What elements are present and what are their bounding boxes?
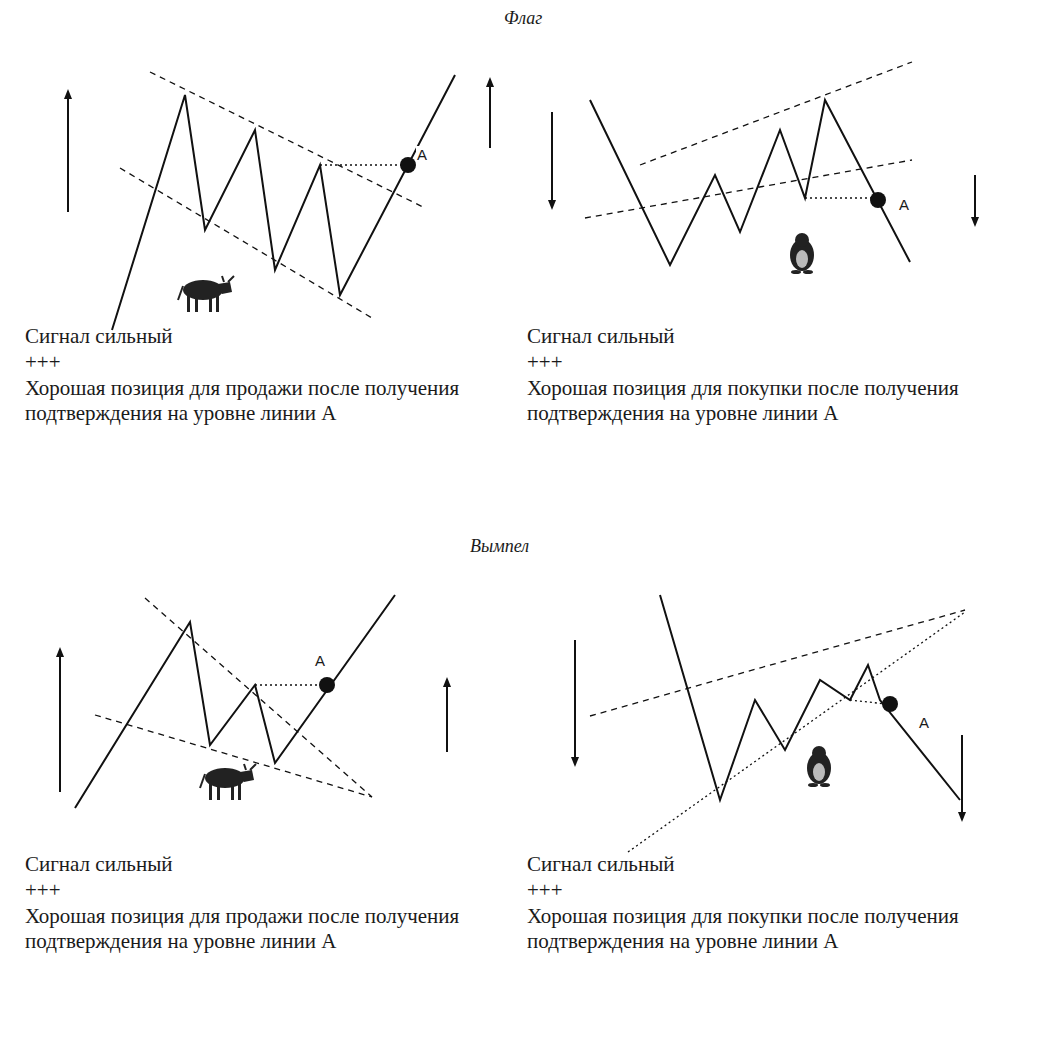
price-line [75,595,395,808]
signal-point [400,157,416,173]
level-line [805,197,874,198]
level-line [320,164,404,165]
point-label: A [898,196,910,214]
price-line [590,100,910,265]
signal-rating: +++ [25,350,61,375]
signal-note: Хорошая позиция для покупки после получе… [527,904,1027,954]
bear-icon [807,746,831,787]
bear-icon [790,233,814,274]
trend-arrow [489,82,491,148]
signal-note: Хорошая позиция для продажи после получе… [25,904,515,954]
channel-line [640,62,912,165]
price-line [112,75,455,330]
signal-strength: Сигнал сильный [25,324,173,349]
point-label: A [416,146,428,164]
bull-icon [178,276,234,312]
trend-arrow [446,682,448,752]
trend-arrow [59,652,61,792]
signal-strength: Сигнал сильный [25,852,173,877]
trend-arrow [67,94,69,212]
section-heading: Флаг [504,6,542,31]
section-heading: Вымпел [470,534,529,559]
signal-note: Хорошая позиция для продажи после получе… [25,376,515,426]
level-line [850,700,886,704]
pennant-line [590,610,965,716]
signal-point [319,677,335,693]
trend-arrow [961,735,963,817]
level-line [255,684,322,685]
pennant-line [145,598,372,797]
signal-rating: +++ [527,878,563,903]
price-line [660,595,960,800]
signal-note: Хорошая позиция для покупки после получе… [527,376,1027,426]
channel-line [150,72,425,208]
signal-point [870,192,886,208]
trend-arrow [551,112,553,205]
trend-arrow [974,175,976,222]
channel-line [585,160,912,218]
bull-icon [200,764,256,800]
signal-strength: Сигнал сильный [527,852,675,877]
signal-rating: +++ [25,878,61,903]
signal-strength: Сигнал сильный [527,324,675,349]
trend-arrow [574,640,576,762]
signal-point [882,696,898,712]
pennant-line [628,612,965,852]
channel-line [120,168,372,318]
point-label: A [314,652,326,670]
point-label: A [918,714,930,732]
signal-rating: +++ [527,350,563,375]
